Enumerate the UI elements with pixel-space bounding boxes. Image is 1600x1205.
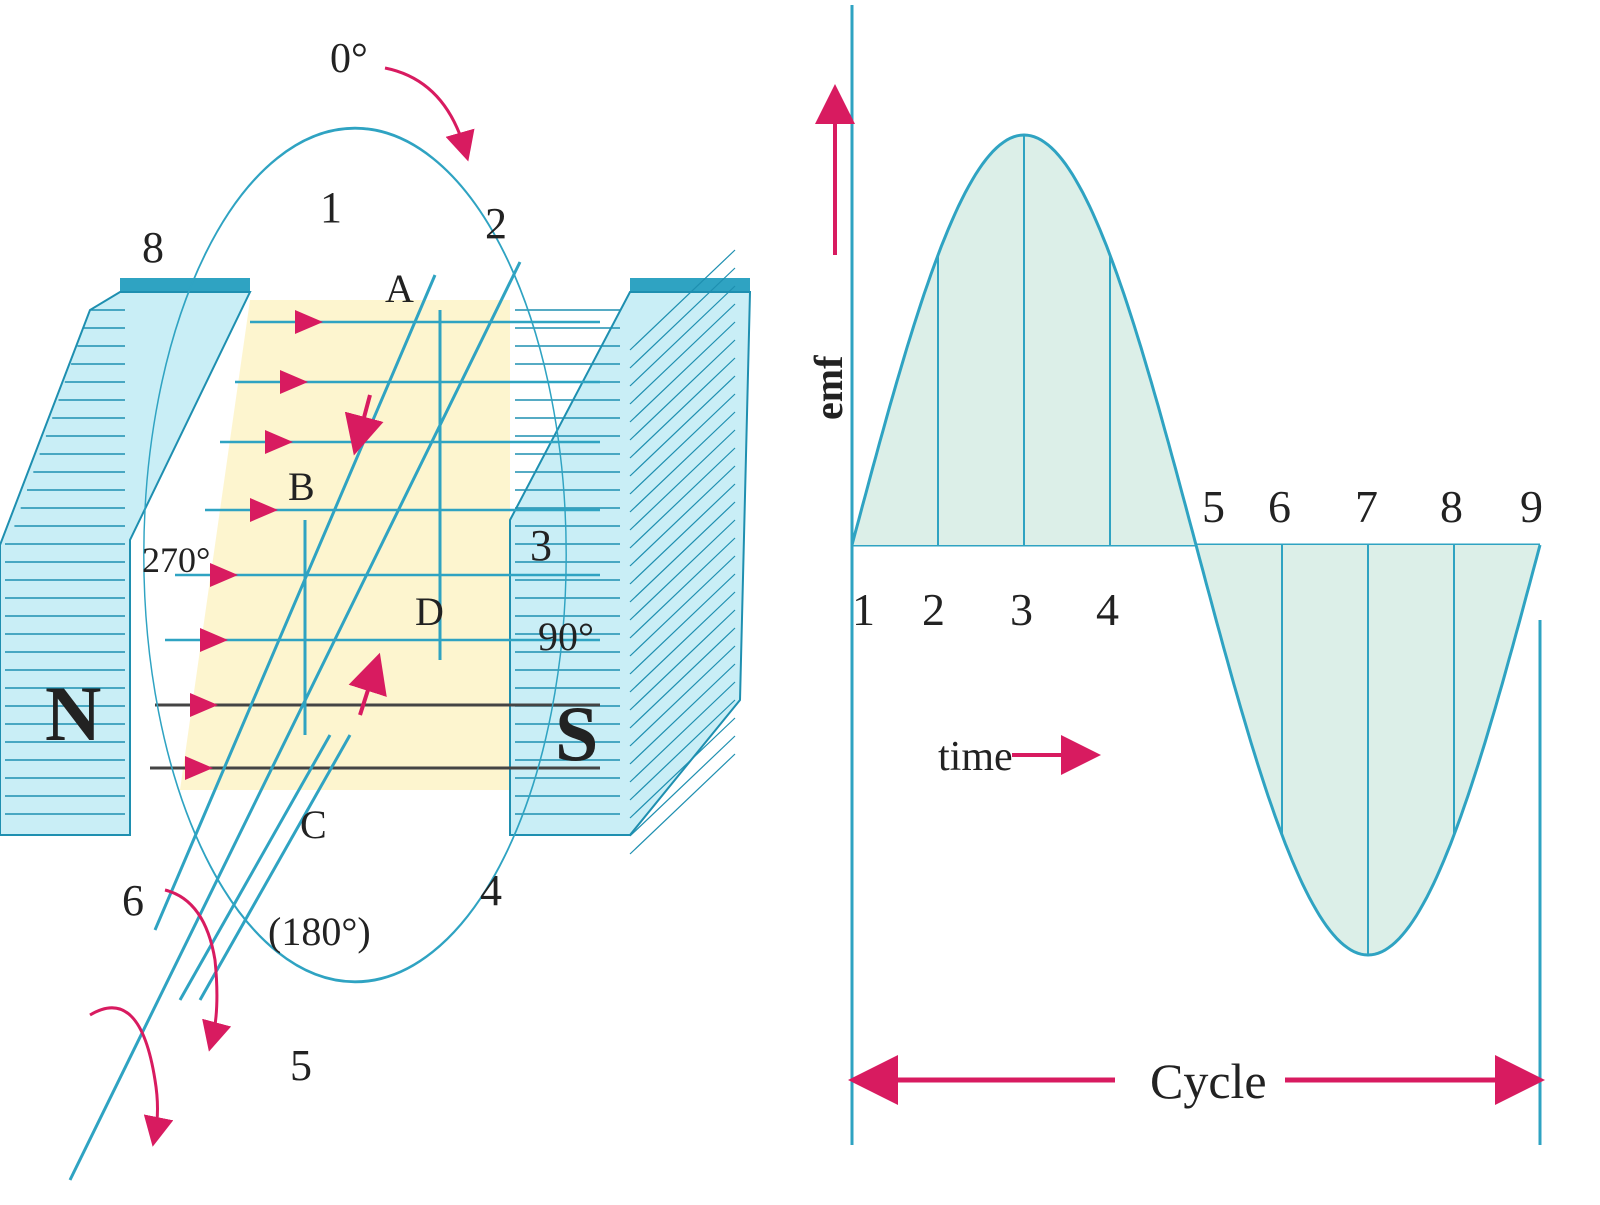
south-pole-block: S <box>509 249 752 855</box>
wave-point-9: 9 <box>1520 481 1543 532</box>
south-pole-diagonal-hatch <box>629 267 736 369</box>
north-pole-block: N <box>0 278 252 836</box>
south-pole-diagonal-hatch <box>629 627 736 729</box>
sine-curve <box>850 133 1542 957</box>
wave-point-1: 1 <box>852 584 875 635</box>
north-pole-label: N <box>45 670 101 757</box>
rotation-circle <box>143 126 567 984</box>
time-label: time <box>938 734 1013 780</box>
south-pole-hatching <box>515 249 736 855</box>
current-arrow-d <box>348 652 387 716</box>
conductor-label-d: D <box>415 589 444 634</box>
field-direction-arrow <box>280 370 308 394</box>
south-pole-label: S <box>555 690 598 777</box>
field-direction-arrow <box>190 693 218 717</box>
south-pole-diagonal-hatch <box>629 663 736 765</box>
position-label-3: 3 <box>530 521 552 570</box>
current-arrow-a <box>344 394 384 456</box>
rotation-arrow-shaft-upper <box>164 888 232 1052</box>
wave-point-8: 8 <box>1440 481 1463 532</box>
south-pole-diagonal-hatch <box>629 339 736 441</box>
position-label-8: 8 <box>142 223 164 272</box>
south-pole-diagonal-hatch <box>629 501 736 603</box>
south-pole-diagonal-hatch <box>629 555 736 657</box>
rotation-arrows <box>89 66 475 1147</box>
south-pole-diagonal-hatch <box>629 465 736 567</box>
north-pole-top-face <box>120 278 250 292</box>
south-pole-diagonal-hatch <box>629 699 736 801</box>
coil-side-c <box>178 734 332 1001</box>
coil-side-d <box>198 734 352 1001</box>
north-pole-hatching <box>5 309 125 815</box>
south-pole-diagonal-hatch <box>629 645 736 747</box>
wave-point-4: 4 <box>1096 584 1119 635</box>
angle-label-90: 90° <box>538 614 594 659</box>
field-direction-arrow <box>210 563 238 587</box>
south-pole-diagonal-hatch <box>629 357 736 459</box>
angle-label-0: 0° <box>330 36 368 82</box>
conductor-label-b: B <box>288 464 315 509</box>
position-label-6: 6 <box>122 876 144 925</box>
south-pole-side-face <box>509 291 752 836</box>
wave-point-2: 2 <box>922 584 945 635</box>
south-pole-diagonal-hatch <box>629 753 736 855</box>
south-pole-diagonal-hatch <box>629 537 736 639</box>
position-label-2: 2 <box>485 199 507 248</box>
angle-label-180: (180°) <box>268 909 371 954</box>
wave-point-6: 6 <box>1268 481 1291 532</box>
south-pole-diagonal-hatch <box>629 249 736 351</box>
south-pole-diagonal-hatch <box>629 573 736 675</box>
wave-point-7: 7 <box>1355 481 1378 532</box>
coil-side-b <box>68 261 522 1181</box>
rotation-arrow-shaft-lower <box>89 1006 174 1147</box>
south-pole-diagonal-hatch <box>629 735 736 837</box>
emf-waveform: emf 1 2 3 4 5 6 7 8 9 time Cycle <box>806 5 1545 1145</box>
generator-illustration: N S <box>0 36 752 1181</box>
south-pole-diagonal-hatch <box>629 681 736 783</box>
south-pole-diagonal-hatch <box>629 591 736 693</box>
conductor-label-a: A <box>385 266 414 311</box>
south-pole-diagonal-hatch <box>629 321 736 423</box>
field-direction-arrow <box>200 628 228 652</box>
wave-point-3: 3 <box>1010 584 1033 635</box>
field-direction-arrow <box>295 310 323 334</box>
coil <box>68 261 522 1181</box>
rotation-arrow-top <box>384 66 475 162</box>
coil-side-a <box>153 274 437 931</box>
north-pole-side-face <box>0 291 252 836</box>
south-pole-diagonal-hatch <box>629 429 736 531</box>
south-pole-diagonal-hatch <box>629 447 736 549</box>
conductor-current-arrows <box>344 394 387 716</box>
south-pole-diagonal-hatch <box>629 375 736 477</box>
field-direction-arrow <box>265 430 293 454</box>
south-pole-top-face <box>630 278 750 292</box>
south-pole-diagonal-hatch <box>629 303 736 405</box>
conductor-label-c: C <box>300 802 327 847</box>
south-pole-diagonal-hatch <box>629 519 736 621</box>
wave-point-5: 5 <box>1202 481 1225 532</box>
south-pole-diagonal-hatch <box>629 411 736 513</box>
position-label-5: 5 <box>290 1041 312 1090</box>
angle-label-270: 270° <box>142 540 210 580</box>
south-pole-diagonal-hatch <box>629 285 736 387</box>
south-pole-diagonal-hatch <box>629 717 736 819</box>
emf-axis-label: emf <box>806 355 851 420</box>
south-pole-diagonal-hatch <box>629 609 736 711</box>
field-direction-arrow <box>185 756 213 780</box>
cycle-label: Cycle <box>1150 1053 1267 1109</box>
south-pole-diagonal-hatch <box>629 393 736 495</box>
south-pole-diagonal-hatch <box>629 483 736 585</box>
position-label-1: 1 <box>320 183 342 232</box>
position-label-4: 4 <box>480 866 502 915</box>
ordinate-lines <box>937 135 1455 955</box>
field-direction-arrow <box>250 498 278 522</box>
magnetic-field-region <box>180 300 510 790</box>
